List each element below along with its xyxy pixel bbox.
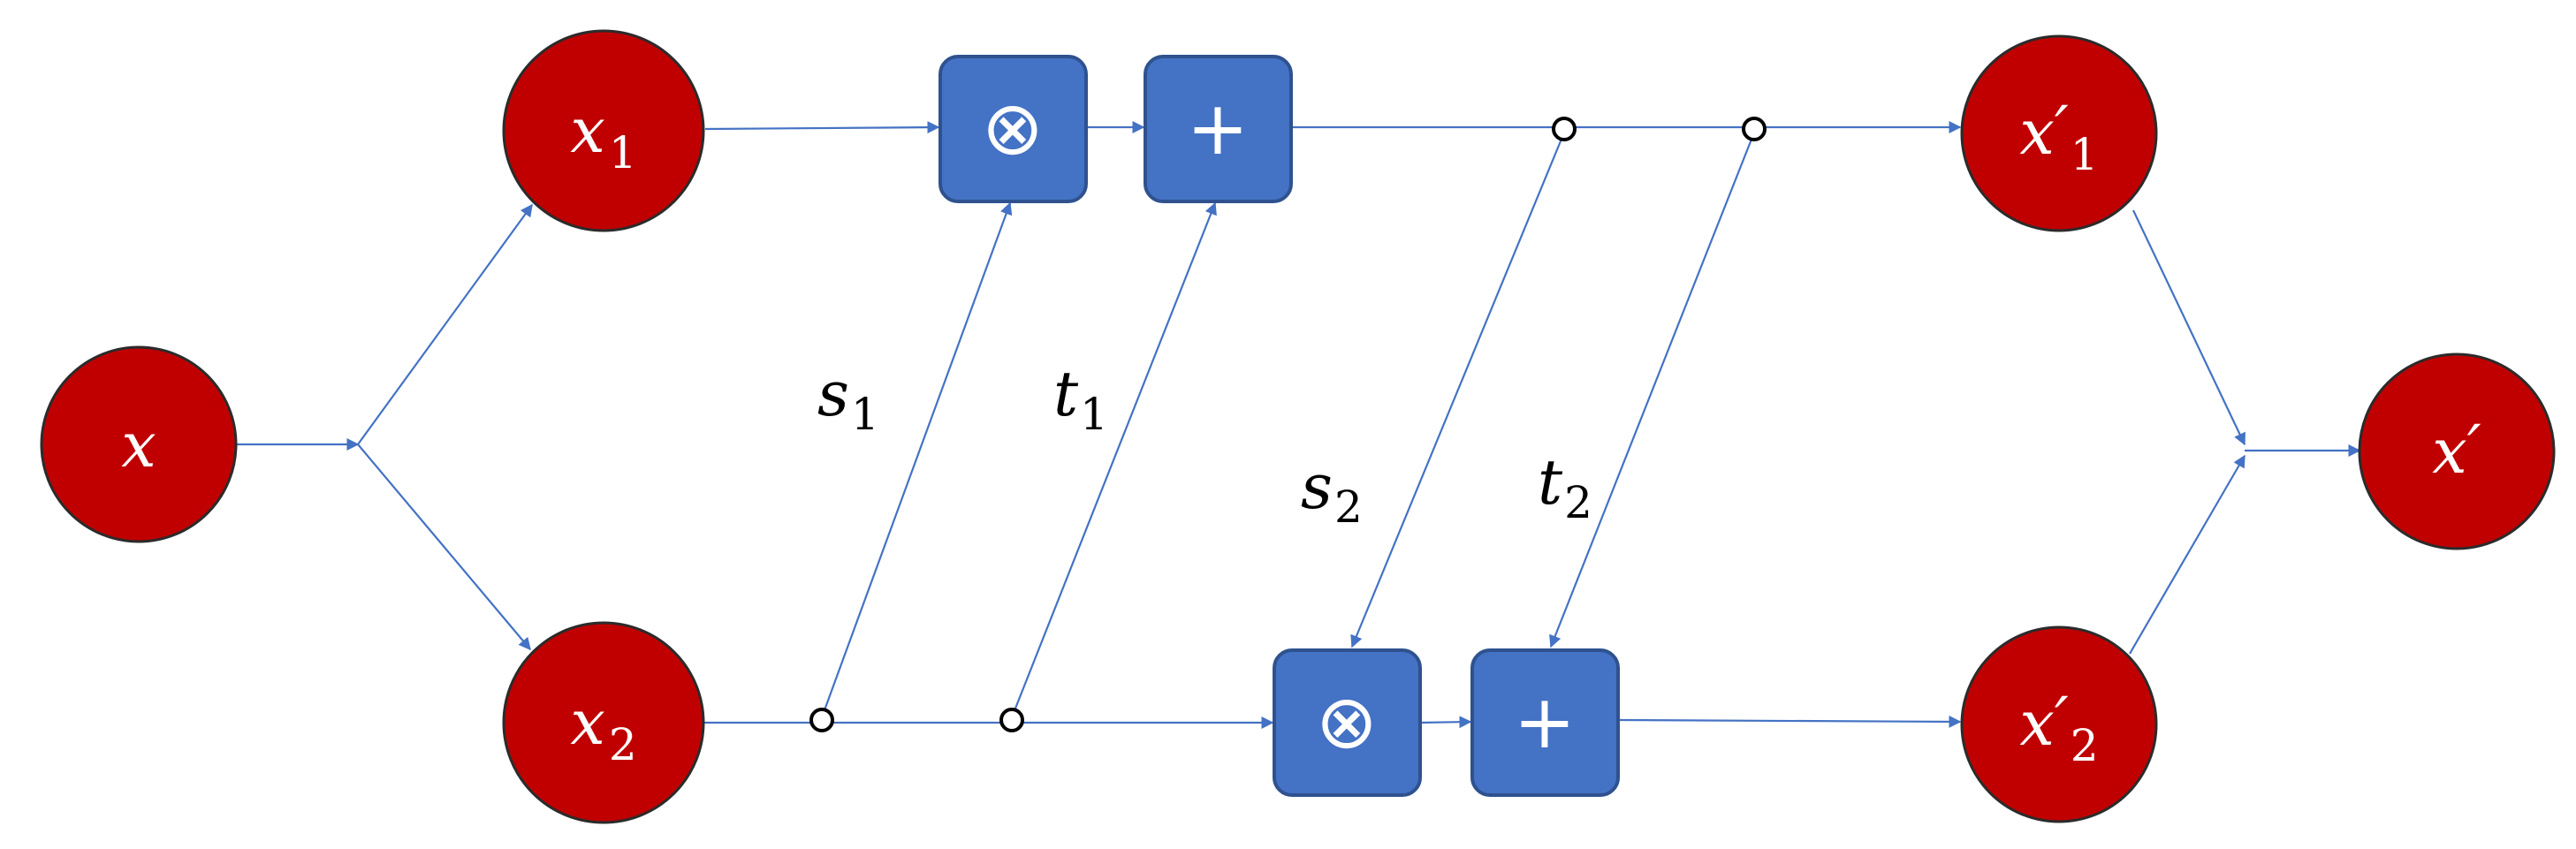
op-add-1: + xyxy=(1144,55,1293,203)
node-x2-main: x xyxy=(570,686,604,759)
edge-split-to-x2 xyxy=(357,443,531,651)
label-t2: t2 xyxy=(1538,446,1592,528)
edge-s2 xyxy=(1350,132,1566,648)
node-x2-prime: x′2 xyxy=(1960,625,2158,823)
label-t1: t1 xyxy=(1053,358,1108,440)
edge-split-to-x1 xyxy=(357,203,533,445)
edge-t1 xyxy=(1010,201,1217,718)
edge-mul2-to-add2 xyxy=(1418,716,1472,729)
node-x2-sub: 2 xyxy=(609,719,637,770)
svg-text:x′1: x′1 xyxy=(2019,93,2098,180)
node-x1-prime: x′1 xyxy=(1960,34,2158,232)
node-x1: x1 xyxy=(502,29,705,232)
label-s1: s1 xyxy=(817,358,879,440)
svg-text:x′: x′ xyxy=(2432,412,2481,488)
node-xp-prime: ′ xyxy=(2467,412,2481,484)
node-x: x xyxy=(40,345,238,543)
node-x2p-prime: ′ xyxy=(2055,684,2069,756)
node-xp-main: x xyxy=(2432,415,2466,488)
op-add-1-symbol: + xyxy=(1187,85,1249,171)
edges xyxy=(237,121,2361,729)
junction-s2 xyxy=(1552,117,1577,141)
op-mul-2-symbol: ⊗ xyxy=(1316,678,1378,765)
edge-x1p-to-merge xyxy=(2132,209,2245,446)
node-x1-main: x xyxy=(570,95,604,167)
node-x2: x2 xyxy=(502,621,705,824)
edge-x1-to-mul1 xyxy=(704,121,940,134)
edge-s1 xyxy=(820,201,1013,718)
junction-t2 xyxy=(1742,117,1767,141)
op-mul-2: ⊗ xyxy=(1273,648,1422,797)
junctions xyxy=(809,117,1767,732)
svg-text:x2: x2 xyxy=(570,686,636,770)
op-mul-1-symbol: ⊗ xyxy=(982,85,1044,171)
junction-t1 xyxy=(999,708,1024,732)
node-x1p-main: x xyxy=(2019,96,2054,169)
node-x1p-prime: ′ xyxy=(2055,93,2069,165)
edge-x2p-to-merge xyxy=(2129,454,2245,655)
label-s2: s2 xyxy=(1301,451,1363,533)
svg-text:x1: x1 xyxy=(570,95,636,178)
node-x-main: x xyxy=(121,409,156,481)
op-add-2-symbol: + xyxy=(1514,678,1576,765)
svg-text:x′2: x′2 xyxy=(2019,684,2098,771)
svg-text:x: x xyxy=(121,409,156,481)
junction-s1 xyxy=(809,708,834,732)
edge-t2 xyxy=(1549,132,1756,648)
node-x-prime: x′ xyxy=(2358,352,2556,550)
node-x1-sub: 1 xyxy=(609,127,637,178)
op-add-2: + xyxy=(1470,648,1620,797)
op-mul-1: ⊗ xyxy=(938,55,1088,203)
node-x2p-main: x xyxy=(2019,687,2054,760)
edge-add2-to-x2p xyxy=(1618,715,1962,728)
node-x2p-sub: 2 xyxy=(2071,720,2099,771)
node-x1p-sub: 1 xyxy=(2071,129,2099,180)
